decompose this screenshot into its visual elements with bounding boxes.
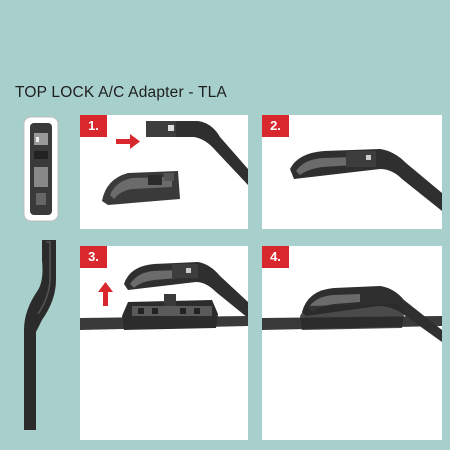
step-2-panel: 2. bbox=[262, 115, 442, 229]
wiper-arm-side-view bbox=[12, 240, 62, 435]
assembled-wiper-blade bbox=[262, 286, 442, 342]
step-2-badge: 2. bbox=[262, 115, 289, 137]
step-3-badge: 3. bbox=[80, 246, 107, 268]
step-1-badge: 1. bbox=[80, 115, 107, 137]
wiper-arm-hook bbox=[146, 121, 248, 185]
wiper-blade-connector bbox=[80, 294, 248, 330]
arm-with-adapter bbox=[124, 262, 248, 318]
page-title: TOP LOCK A/C Adapter - TLA bbox=[15, 84, 227, 101]
arrow-up-icon bbox=[98, 282, 113, 306]
adapter-front-view bbox=[20, 115, 62, 225]
step-3-panel: 3. bbox=[80, 246, 248, 440]
step-1-panel: 1. bbox=[80, 115, 248, 229]
step-4-badge: 4. bbox=[262, 246, 289, 268]
assembled-arm-adapter bbox=[290, 149, 442, 211]
top-lock-adapter bbox=[102, 171, 180, 205]
step-4-panel: 4. bbox=[262, 246, 442, 440]
arrow-right-icon bbox=[116, 134, 140, 149]
